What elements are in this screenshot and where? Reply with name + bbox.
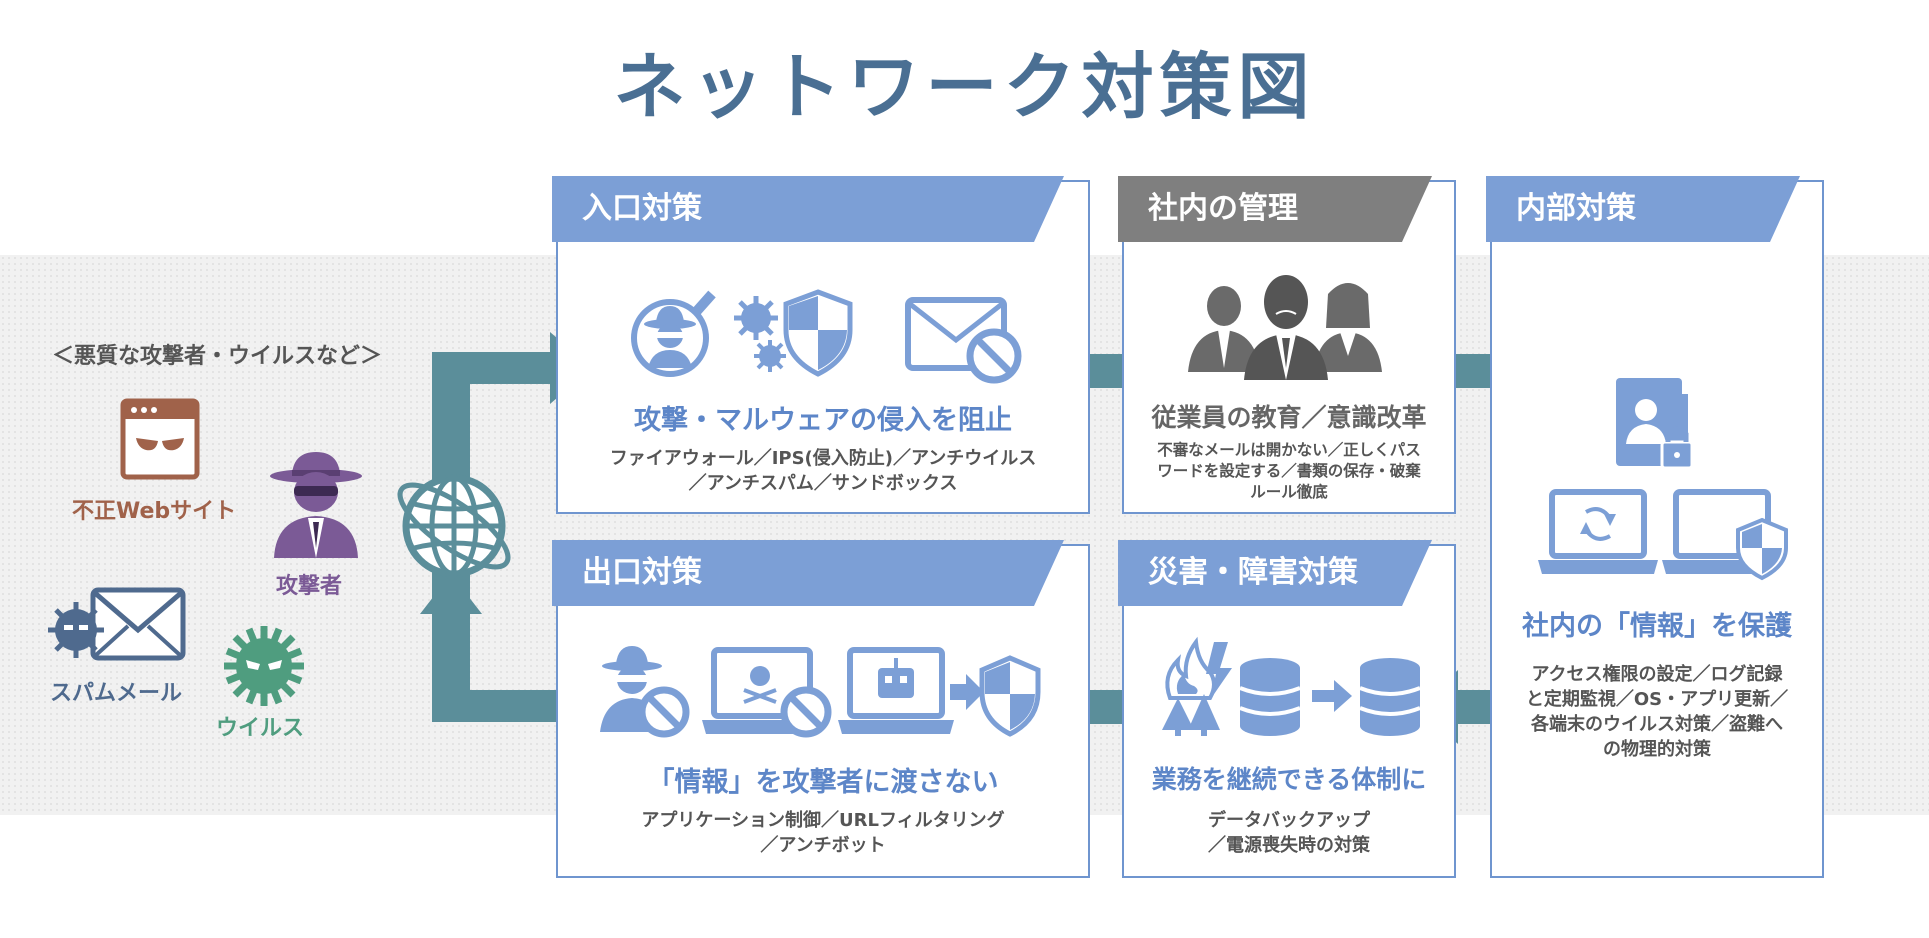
laptop-bot-shield-icon (838, 647, 1041, 737)
attacker-icon (270, 452, 362, 558)
virus-icon (224, 626, 304, 706)
exit-heading: 「情報」を攻撃者に渡さない (647, 767, 999, 798)
fire-icon (1165, 636, 1216, 700)
attacker-label: 攻撃者 (276, 574, 343, 599)
backup-arrow-icon (1312, 680, 1352, 712)
inside-description: アクセス権限の設定／ログ記録 と定期監視／OS・アプリ更新／ 各端末のウイルス対… (1490, 662, 1824, 762)
exit-icons (600, 646, 1041, 738)
internal-mgmt-description: 不審なメールは開かない／正しくパス ワードを設定する／書類の保存・破棄 ルール徹… (1122, 440, 1456, 503)
employees-icon (1188, 275, 1382, 380)
tab-inside: 内部対策 (1486, 176, 1800, 242)
entry-desc-line: ／アンチスパム／サンドボックス (688, 473, 958, 494)
tree-icon (1162, 694, 1220, 736)
entry-description: ファイアウォール／IPS(侵入防止)／アンチウイルス ／アンチスパム／サンドボッ… (556, 446, 1090, 496)
tab-entry: 入口対策 (552, 176, 1064, 242)
laptop-skull-block-icon (702, 647, 832, 738)
disaster-heading: 業務を継続できる体制に (1151, 765, 1427, 794)
backup-database-icon (1359, 658, 1421, 736)
loop-arrow-up (420, 574, 482, 614)
internal-mgmt-heading: 従業員の教育／意識改革 (1151, 403, 1427, 432)
tab-exit: 出口対策 (552, 540, 1064, 606)
internal-mgmt-desc-line: 不審なメールは開かない／正しくパス (1157, 441, 1421, 459)
virus-shield-icon (734, 289, 853, 377)
exit-desc-line: ／アンチボット (760, 835, 886, 856)
hacker-search-icon (631, 290, 716, 377)
lightning-icon (1206, 642, 1232, 700)
spam-mail-icon (48, 587, 186, 661)
inside-desc-line: と定期監視／OS・アプリ更新／ (1525, 689, 1789, 710)
inside-desc-line: の物理的対策 (1603, 739, 1711, 760)
globe-icon (397, 474, 511, 578)
tab-disaster: 災害・障害対策 (1118, 540, 1432, 606)
tab-internal-mgmt: 社内の管理 (1118, 176, 1432, 242)
loop-bar-top (432, 352, 554, 384)
internal-mgmt-desc-line: ワードを設定する／書類の保存・破棄 (1157, 462, 1421, 480)
spam-mail-label: スパムメール (50, 681, 183, 706)
entry-heading: 攻撃・マルウェアの侵入を阻止 (634, 405, 1012, 436)
entry-desc-line: ファイアウォール／IPS(侵入防止)／アンチウイルス (609, 448, 1037, 469)
disaster-icons (1162, 636, 1421, 736)
disaster-desc-line: ／電源喪失時の対策 (1208, 835, 1370, 856)
virus-label: ウイルス (216, 716, 305, 741)
laptop-shield-icon (1662, 489, 1788, 581)
fraud-site-label: 不正Webサイト (72, 499, 237, 524)
disaster-description: データバックアップ ／電源喪失時の対策 (1122, 808, 1456, 858)
user-lock-icon (1616, 378, 1694, 470)
inside-desc-line: アクセス権限の設定／ログ記録 (1531, 664, 1783, 685)
inside-heading: 社内の「情報」を保護 (1522, 611, 1792, 642)
threats-heading: ＜悪質な攻撃者・ウイルスなど＞ (52, 344, 383, 369)
exit-description: アプリケーション制御／URLフィルタリング ／アンチボット (556, 808, 1090, 858)
disaster-desc-line: データバックアップ (1208, 810, 1370, 831)
laptop-sync-icon (1538, 489, 1658, 574)
hacker-block-icon (600, 646, 690, 738)
fraud-site-icon (120, 398, 200, 480)
exit-desc-line: アプリケーション制御／URLフィルタリング (641, 810, 1005, 831)
laptops-icon (1538, 489, 1788, 581)
entry-icons (631, 289, 1022, 384)
page-title: ネットワーク対策図 (613, 45, 1316, 129)
internal-mgmt-desc-line: ルール徹底 (1250, 483, 1328, 501)
inside-desc-line: 各端末のウイルス対策／盗難へ (1531, 714, 1783, 735)
database-icon (1239, 658, 1301, 736)
mail-block-icon (905, 297, 1022, 384)
